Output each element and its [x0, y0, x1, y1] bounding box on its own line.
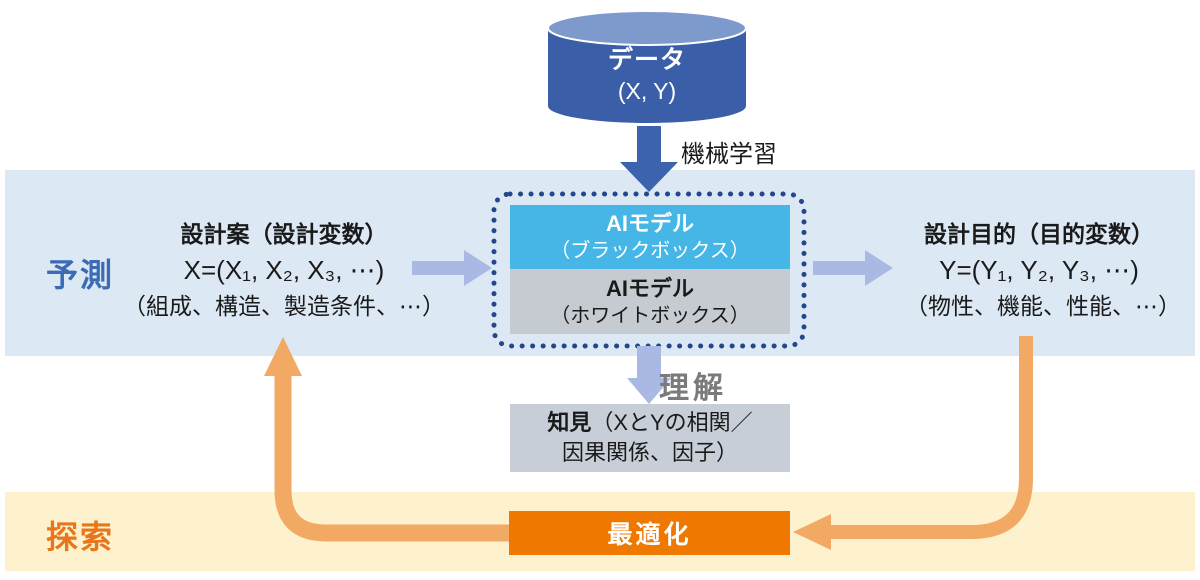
- ai-model-whitebox: AIモデル （ホワイトボックス）: [510, 269, 790, 334]
- ai-model-blackbox-title: AIモデル: [605, 211, 694, 236]
- model-to-knowledge-arrow: [627, 346, 671, 404]
- ai-model-blackbox: AIモデル （ブラックボックス）: [510, 205, 790, 269]
- model-to-output-arrow: [813, 250, 893, 286]
- optimize-box: 最適化: [509, 511, 790, 555]
- design-output-examples: （物性、機能、性能、⋯）: [905, 293, 1181, 319]
- understand-label: 理解: [659, 372, 727, 405]
- machine-learning-label: 機械学習: [681, 141, 777, 168]
- database-sublabel: (X, Y): [617, 78, 677, 104]
- exploration-band-label: 探索: [46, 519, 115, 555]
- ai-model-blackbox-subtitle: （ブラックボックス）: [550, 240, 750, 262]
- design-input-examples: （組成、構造、製造条件、⋯）: [123, 293, 445, 319]
- ai-model-whitebox-title: AIモデル: [605, 275, 694, 301]
- ai-model-whitebox-subtitle: （ホワイトボックス）: [550, 304, 750, 327]
- prediction-band-label: 予測: [46, 257, 115, 293]
- input-to-model-arrow: [412, 250, 492, 286]
- design-input-block: 設計案（設計変数） X=(X₁, X₂, X₃, ⋯) （組成、構造、製造条件、…: [95, 218, 473, 324]
- database-label-group: データ (X, Y): [548, 44, 746, 106]
- optimize-to-input-arrow: [264, 337, 514, 542]
- knowledge-line1-rest: （XとYの相関／: [591, 410, 753, 435]
- design-output-formula: Y=(Y₁, Y₂, Y₃, ⋯): [939, 255, 1139, 285]
- design-output-block: 設計目的（目的変数） Y=(Y₁, Y₂, Y₃, ⋯) （物性、機能、性能、⋯…: [905, 218, 1181, 324]
- knowledge-box: 知見（XとYの相関／ 因果関係、因子）: [510, 404, 790, 472]
- output-to-optimize-arrow: [793, 336, 1033, 550]
- knowledge-bold: 知見: [547, 410, 592, 435]
- knowledge-line1: 知見（XとYの相関／: [547, 408, 752, 438]
- database-cylinder-icon: [547, 10, 747, 123]
- knowledge-line2: 因果関係、因子）: [561, 440, 738, 465]
- design-input-title: 設計案（設計変数）: [180, 221, 388, 247]
- machine-learning-down-arrow: [620, 126, 678, 192]
- design-input-formula: X=(X₁, X₂, X₃, ⋯): [183, 255, 385, 285]
- optimize-label: 最適化: [607, 521, 692, 549]
- design-output-title: 設計目的（目的変数）: [924, 221, 1154, 247]
- database-label: データ: [607, 46, 686, 74]
